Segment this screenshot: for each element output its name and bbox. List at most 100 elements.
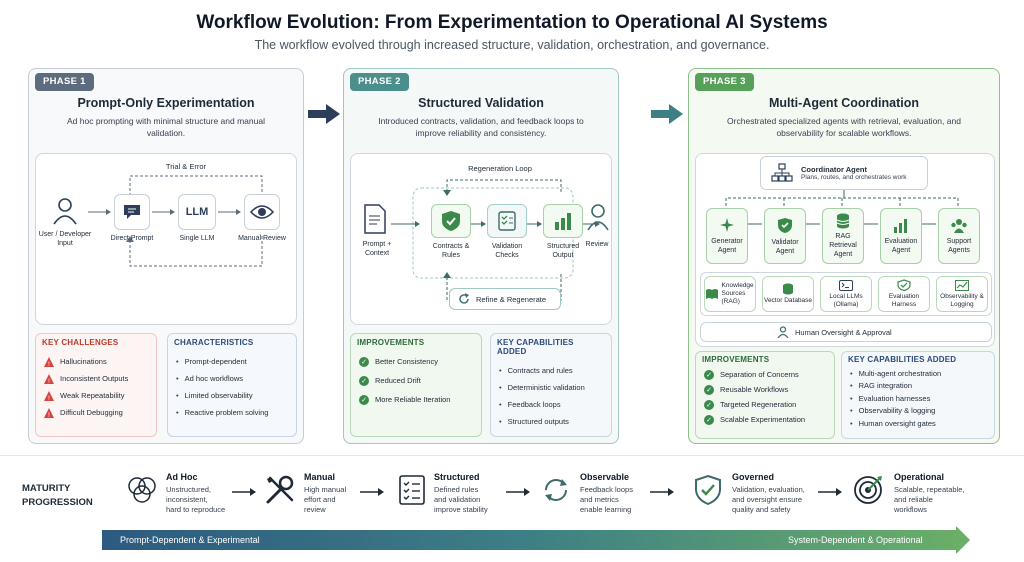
phase-1-badge: PHASE 1 (35, 73, 94, 91)
capability-item: Feedback loops (499, 396, 603, 413)
characteristic-item: Limited observability (176, 387, 288, 404)
phase-3-title: Multi-Agent Coordination (769, 96, 919, 110)
bar-chart-icon (894, 218, 907, 233)
warning-icon: ! (44, 407, 54, 418)
target-icon (854, 476, 882, 504)
maturity-gradient-arrowhead (956, 526, 970, 554)
page-subtitle: The workflow evolved through increased s… (254, 38, 770, 52)
arrow-right-icon (506, 488, 530, 496)
improvement-item: ✓Separation of Concerns (704, 367, 826, 382)
node-manual-review: Manual Review (238, 235, 286, 242)
phase-2-diagram: Regeneration Loop Prompt + Context Contr… (350, 153, 612, 325)
phase-1-card: PHASE 1 Prompt-Only Experimentation Ad h… (28, 68, 304, 444)
coordinator-sub: Plans, routes, and orchestrates work (801, 174, 907, 181)
capability-item: Evaluation harnesses (850, 392, 986, 405)
evaluation-agent-box: Evaluation Agent (880, 208, 922, 264)
user-icon (50, 196, 80, 226)
phase-2-badge: PHASE 2 (350, 73, 409, 91)
phase-3-card: PHASE 3 Multi-Agent Coordination Orchest… (688, 68, 1000, 444)
improvement-item: ✓Scalable Experimentation (704, 412, 826, 427)
shield-check-icon (778, 217, 792, 233)
gradient-right-label: System-Dependent & Operational (788, 535, 923, 545)
regeneration-loop-label: Regeneration Loop (468, 164, 532, 173)
phase-1-title: Prompt-Only Experimentation (77, 96, 255, 110)
hierarchy-icon (771, 163, 793, 182)
warning-icon: ! (44, 373, 54, 384)
tool-local-llms: Local LLMs (Ollama) (820, 276, 872, 312)
phase-3-badge: PHASE 3 (695, 73, 754, 91)
phase-3-diagram: Coordinator Agent Plans, routes, and orc… (695, 153, 995, 347)
warning-icon: ! (44, 390, 54, 401)
rag-agent-box: RAG Retrieval Agent (822, 208, 864, 264)
challenge-item: !Hallucinations (44, 353, 148, 370)
phase-1-description: Ad hoc prompting with minimal structure … (67, 116, 265, 138)
phase-3-capabilities-title: KEY CAPABILITIES ADDED (848, 355, 957, 364)
arrow-right-icon (818, 488, 842, 496)
warning-icon: ! (44, 356, 54, 367)
refresh-cycle-icon (545, 479, 567, 501)
node-direct-prompt: Direct Prompt (110, 235, 154, 242)
check-icon: ✓ (704, 399, 714, 410)
document-icon (363, 204, 387, 234)
shield-check-icon (897, 279, 911, 291)
generator-agent-box: Generator Agent (706, 208, 748, 264)
check-icon: ✓ (704, 384, 714, 395)
tools-row (700, 272, 992, 316)
capability-item: Structured outputs (499, 413, 603, 430)
gradient-left-label: Prompt-Dependent & Experimental (120, 535, 260, 545)
tool-vector-db: Vector Database (762, 276, 814, 312)
capability-item: Deterministic validation (499, 379, 603, 396)
tools-icon (266, 475, 294, 504)
phase-2-card: PHASE 2 Structured Validation Introduced… (343, 68, 619, 444)
node-prompt-context: Prompt + Context (362, 241, 392, 257)
sparkle-icon (720, 218, 734, 232)
capability-item: Observability & logging (850, 405, 986, 418)
trial-error-label: Trial & Error (165, 162, 207, 171)
chat-icon (114, 194, 150, 230)
node-validation-checks: Validation Checks (491, 243, 523, 259)
challenge-item: !Difficult Debugging (44, 404, 148, 421)
support-agents-box: Support Agents (938, 208, 980, 264)
capability-item: Multi-agent orchestration (850, 367, 986, 380)
terminal-icon (839, 279, 853, 291)
page-title: Workflow Evolution: From Experimentation… (196, 12, 828, 33)
validator-agent-box: Validator Agent (764, 208, 806, 264)
shield-check-icon (695, 474, 721, 506)
svg-text:!: ! (48, 413, 50, 418)
phase-1-connectors (88, 175, 263, 267)
check-icon: ✓ (359, 375, 369, 386)
stage-operational: Operational Scalable, repeatable,and rel… (894, 472, 965, 514)
improvement-item: ✓Reduced Drift (359, 370, 473, 391)
phase-3-capabilities-panel: KEY CAPABILITIES ADDED Multi-agent orche… (841, 351, 995, 439)
characteristic-item: Reactive problem solving (176, 404, 288, 421)
llm-icon: LLM (178, 194, 216, 230)
improvements-panel: IMPROVEMENTS ✓Better Consistency ✓Reduce… (350, 333, 482, 437)
arrow-right-icon (360, 488, 384, 496)
svg-text:!: ! (48, 362, 50, 367)
check-icon: ✓ (359, 356, 369, 367)
improvement-item: ✓Targeted Regeneration (704, 397, 826, 412)
phase-3-description: Orchestrated specialized agents with ret… (727, 116, 961, 138)
book-icon (705, 289, 718, 299)
stage-ad-hoc: Ad Hoc Unstructured,inconsistent,hard to… (166, 472, 226, 514)
characteristics-title: CHARACTERISTICS (174, 338, 254, 347)
tool-knowledge-sources: Knowledge Sources (RAG) (704, 276, 756, 312)
check-icon: ✓ (704, 414, 714, 425)
phase-3-improvements-title: IMPROVEMENTS (702, 355, 770, 364)
key-challenges-panel: KEY CHALLENGES !Hallucinations !Inconsis… (35, 333, 157, 437)
refine-regenerate-box: Refine & Regenerate (449, 288, 561, 310)
phase-1-diagram: Trial & Error User / Developer Input Dir… (35, 153, 297, 325)
tool-observability: Observability & Logging (936, 276, 988, 312)
node-contracts-rules: Contracts & Rules (432, 243, 470, 259)
shield-check-icon (431, 204, 471, 238)
bar-chart-icon (543, 204, 583, 238)
node-single-llm: Single LLM (179, 235, 215, 242)
reviewer-icon (585, 202, 611, 232)
eye-icon (244, 194, 280, 230)
check-icon: ✓ (704, 369, 714, 380)
tool-evaluation-harness: Evaluation Harness (878, 276, 930, 312)
line-chart-icon (955, 279, 969, 291)
